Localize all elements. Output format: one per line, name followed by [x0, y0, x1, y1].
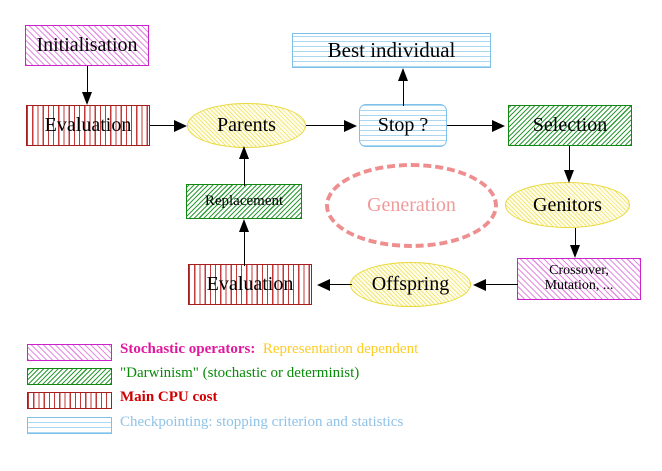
edge-crossover-offspring-arrowhead — [473, 279, 486, 291]
edge-stop-selection — [447, 125, 494, 126]
node-genitors-label: Genitors — [533, 193, 602, 216]
edge-replacement-parents-arrowhead — [239, 146, 249, 159]
edge-parents-stop-arrowhead — [344, 120, 357, 132]
legend-text-primary: Main CPU cost — [120, 389, 218, 405]
node-genitors[interactable]: Genitors — [505, 182, 630, 228]
edge-genitors-crossover-arrowhead — [570, 245, 580, 258]
node-initialisation-label: Initialisation — [36, 34, 138, 56]
edge-selection-genitors — [569, 146, 570, 174]
legend-swatch-checkpointing — [27, 417, 112, 434]
legend-swatch-stochastic-operators — [27, 344, 112, 361]
edge-initialisation-evaluation — [87, 66, 88, 94]
node-evaluation-bottom[interactable]: Evaluation — [188, 264, 312, 305]
node-crossover-mutation-label: Crossover, Mutation, ... — [544, 263, 614, 293]
node-parents[interactable]: Parents — [187, 103, 306, 148]
node-replacement[interactable]: Replacement — [186, 184, 302, 219]
legend-row: "Darwinism" (stochastic or determinist) — [0, 365, 662, 392]
edge-stop-best-individual-arrowhead — [398, 68, 408, 81]
edge-stop-best-individual — [403, 70, 404, 106]
edge-evaluation-replacement-arrowhead — [239, 219, 249, 232]
edge-initialisation-evaluation-arrowhead — [82, 92, 92, 105]
node-generation-label: Generation — [367, 194, 456, 216]
node-offspring-label: Offspring — [371, 273, 450, 295]
legend-text-primary: "Darwinism" (stochastic or determinist) — [120, 365, 360, 381]
node-crossover-mutation[interactable]: Crossover, Mutation, ... — [517, 258, 641, 300]
edge-selection-genitors-arrowhead — [564, 170, 574, 183]
node-offspring[interactable]: Offspring — [350, 262, 471, 307]
legend-text-secondary: Representation dependent — [262, 341, 419, 357]
legend-row: Stochastic operators: Representation dep… — [0, 341, 662, 368]
edge-parents-stop — [306, 125, 346, 126]
legend-label-darwinism: "Darwinism" (stochastic or determinist) — [120, 365, 359, 382]
node-selection-label: Selection — [532, 114, 608, 136]
node-initialisation[interactable]: Initialisation — [25, 25, 149, 66]
legend-label-main-cpu-cost: Main CPU cost — [120, 389, 218, 406]
edge-replacement-parents — [244, 156, 245, 186]
node-evaluation-top-label: Evaluation — [44, 114, 132, 136]
legend-text-primary: Checkpointing: stopping criterion and st… — [120, 414, 404, 430]
legend-label-checkpointing: Checkpointing: stopping criterion and st… — [120, 414, 403, 431]
edge-offspring-evaluation — [330, 284, 352, 285]
edge-stop-selection-arrowhead — [492, 120, 505, 132]
legend-text-primary: Stochastic operators: — [120, 341, 256, 357]
legend-swatch-main-cpu-cost — [27, 392, 112, 409]
edge-offspring-evaluation-arrowhead — [317, 279, 330, 291]
edge-evaluation-replacement — [244, 228, 245, 266]
node-stop[interactable]: Stop ? — [359, 104, 447, 147]
legend-row: Main CPU cost — [0, 389, 662, 416]
legend-row: Checkpointing: stopping criterion and st… — [0, 414, 662, 441]
node-selection[interactable]: Selection — [508, 105, 632, 146]
node-generation: Generation — [325, 163, 498, 248]
legend: Stochastic operators: Representation dep… — [0, 338, 662, 458]
legend-label-stochastic-operators: Stochastic operators: Representation dep… — [120, 341, 418, 358]
legend-swatch-darwinism — [27, 368, 112, 385]
node-evaluation-top[interactable]: Evaluation — [26, 105, 150, 146]
node-parents-label: Parents — [217, 114, 276, 136]
edge-genitors-crossover — [575, 228, 576, 248]
node-replacement-label: Replacement — [204, 192, 284, 209]
edge-crossover-offspring — [484, 284, 518, 285]
edge-evaluation-parents-arrowhead — [174, 120, 187, 132]
edge-evaluation-parents — [150, 125, 176, 126]
node-best-individual[interactable]: Best individual — [292, 33, 491, 68]
node-best-individual-label: Best individual — [327, 38, 456, 63]
node-stop-label: Stop ? — [377, 114, 429, 136]
node-evaluation-bottom-label: Evaluation — [206, 273, 294, 295]
